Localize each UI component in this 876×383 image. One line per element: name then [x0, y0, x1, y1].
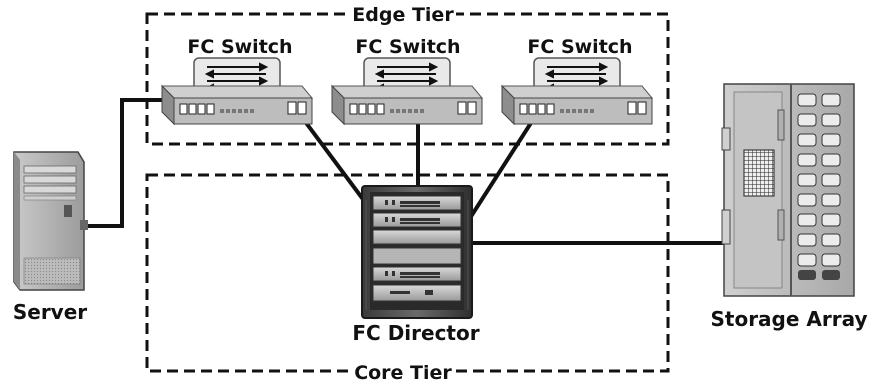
edge-tier-label-bg [350, 3, 456, 25]
fc-switch-1-label: FC Switch [187, 36, 292, 58]
server-label: Server [13, 300, 87, 324]
fc-switch-1 [160, 57, 314, 126]
fc-director-label: FC Director [352, 321, 479, 345]
fc-switch-2-label: FC Switch [355, 36, 460, 58]
storage-array [721, 83, 855, 297]
connection-links [84, 98, 726, 245]
core-tier-label-bg [350, 360, 456, 383]
fc-switch-3-label: FC Switch [527, 36, 632, 58]
link-switch-1-to-director [296, 110, 373, 212]
link-switch-3-to-director [468, 110, 540, 220]
fc-director [361, 185, 473, 319]
storage-array-label: Storage Array [710, 307, 867, 331]
edge-tier-label: Edge Tier [352, 4, 454, 26]
fc-switch-3 [501, 57, 653, 125]
link-server-to-switch-1 [84, 98, 178, 228]
server [13, 151, 88, 291]
core-tier-label: Core Tier [354, 362, 452, 383]
fc-switch-2 [331, 57, 483, 125]
